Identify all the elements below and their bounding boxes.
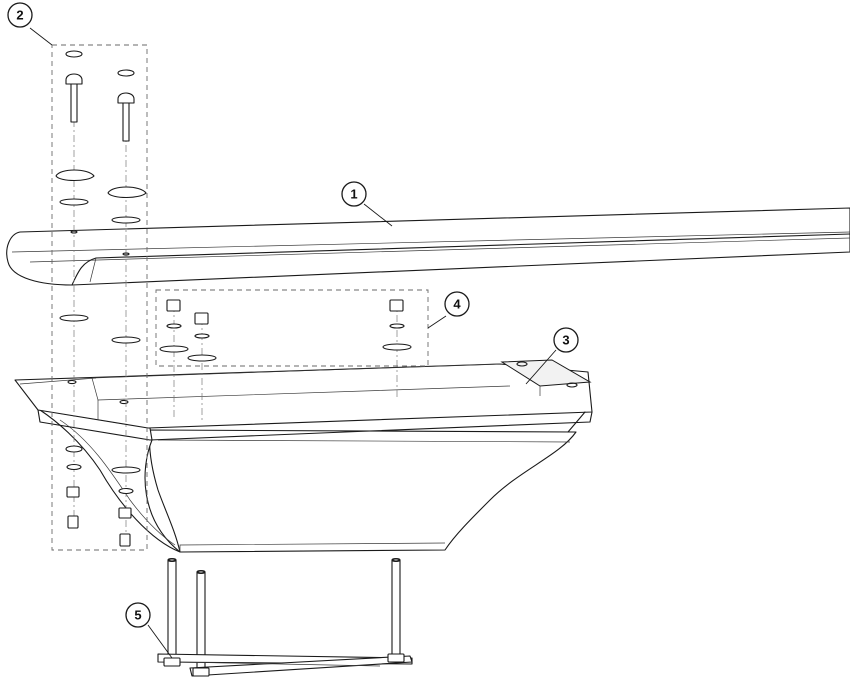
callout-5: 5 [125, 602, 151, 628]
callout-3: 3 [553, 327, 579, 353]
leader-lines [29, 27, 557, 659]
callout-1-label: 1 [350, 187, 357, 202]
hardware-kit-4 [155, 289, 429, 367]
callout-5-label: 5 [134, 608, 141, 623]
anchor-bracket-assembly [157, 557, 413, 677]
pedestal-base [14, 359, 593, 553]
callout-2: 2 [7, 2, 33, 28]
callout-1: 1 [341, 181, 367, 207]
anchor-rod [391, 559, 401, 661]
callout-2-label: 2 [16, 8, 23, 23]
anchor-rod [167, 559, 177, 661]
callout-4-label: 4 [453, 297, 461, 312]
callout-3-label: 3 [562, 333, 569, 348]
hardware-kit-2 [51, 44, 148, 551]
callout-4: 4 [444, 291, 470, 317]
